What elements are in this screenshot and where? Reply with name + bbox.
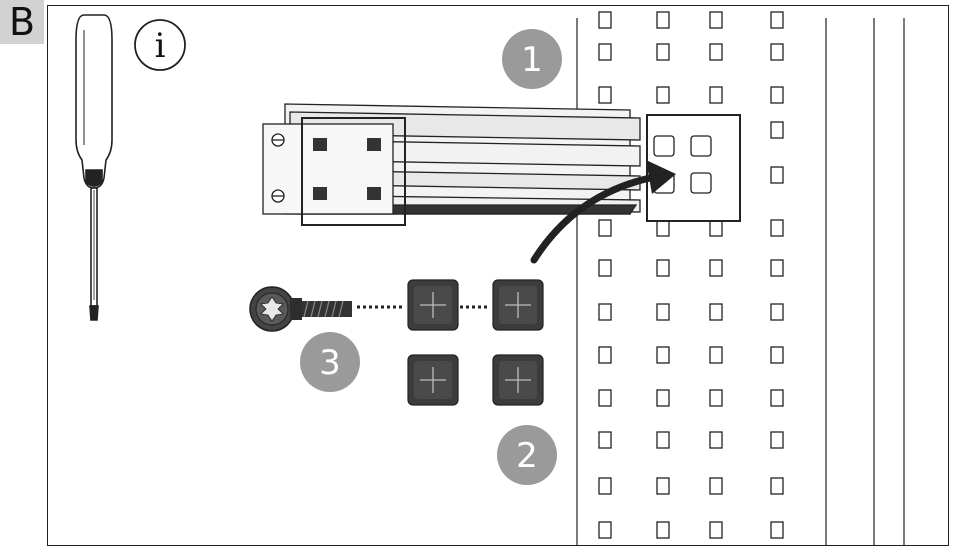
rack-hole [656, 521, 670, 539]
rack-hole [770, 166, 784, 184]
insert-arrow-icon [530, 160, 676, 264]
cage-nut-icon [407, 279, 459, 331]
rack-holes [598, 11, 784, 539]
step-number-1: 1 [521, 40, 543, 80]
rack-hole [656, 346, 670, 364]
rack-hole [770, 219, 784, 237]
rack-hole [598, 219, 612, 237]
diagram-frame [47, 5, 949, 546]
rack-hole [709, 219, 723, 237]
step-badge-1: 1 [502, 29, 562, 89]
cage-nut-icon [492, 354, 544, 406]
rack-hole [598, 86, 612, 104]
rack-hole [656, 389, 670, 407]
rail-bracket-highlight [301, 117, 406, 226]
rack-hole [598, 43, 612, 61]
rack-hole [770, 11, 784, 29]
rack-hole [656, 219, 670, 237]
rack-post [576, 18, 905, 546]
rack-hole [598, 259, 612, 277]
info-icon-letter: i [155, 26, 166, 66]
section-label: B [0, 0, 44, 44]
rack-hole [656, 477, 670, 495]
rack-hole [770, 259, 784, 277]
rack-hole [770, 521, 784, 539]
rail-assembly [262, 103, 641, 215]
rack-hole [709, 11, 723, 29]
rack-hole [598, 303, 612, 321]
rack-hole [656, 43, 670, 61]
rack-hole [709, 259, 723, 277]
rack-hole [656, 86, 670, 104]
torx-screw-icon [249, 286, 352, 332]
rack-hole [598, 346, 612, 364]
rack-hole [709, 431, 723, 449]
rack-hole [656, 431, 670, 449]
rack-hole [709, 389, 723, 407]
rack-hole [770, 477, 784, 495]
cage-nut-icon [407, 354, 459, 406]
rack-hole [656, 303, 670, 321]
step-number-2: 2 [516, 436, 538, 476]
step-badge-2: 2 [497, 425, 557, 485]
rack-hole [770, 43, 784, 61]
rack-hole [709, 346, 723, 364]
step-badge-3: 3 [300, 332, 360, 392]
rack-hole [709, 86, 723, 104]
rack-hole [770, 121, 784, 139]
rack-hole [770, 389, 784, 407]
rack-hole [598, 521, 612, 539]
rack-hole [709, 303, 723, 321]
rack-hole [598, 11, 612, 29]
rack-hole [770, 431, 784, 449]
rack-hole [770, 346, 784, 364]
rack-hole [656, 11, 670, 29]
cage-nuts [407, 279, 544, 406]
rack-hole [709, 43, 723, 61]
torx-screwdriver-icon [75, 14, 113, 321]
info-icon: i [134, 19, 186, 71]
step-number-3: 3 [319, 343, 341, 383]
rack-hole [656, 259, 670, 277]
cage-nut-icon [492, 279, 544, 331]
rack-hole [709, 477, 723, 495]
rack-hole [598, 477, 612, 495]
rack-hole [598, 431, 612, 449]
rack-hole [770, 86, 784, 104]
rack-hole [709, 521, 723, 539]
rack-hole [770, 303, 784, 321]
rack-hole [598, 389, 612, 407]
